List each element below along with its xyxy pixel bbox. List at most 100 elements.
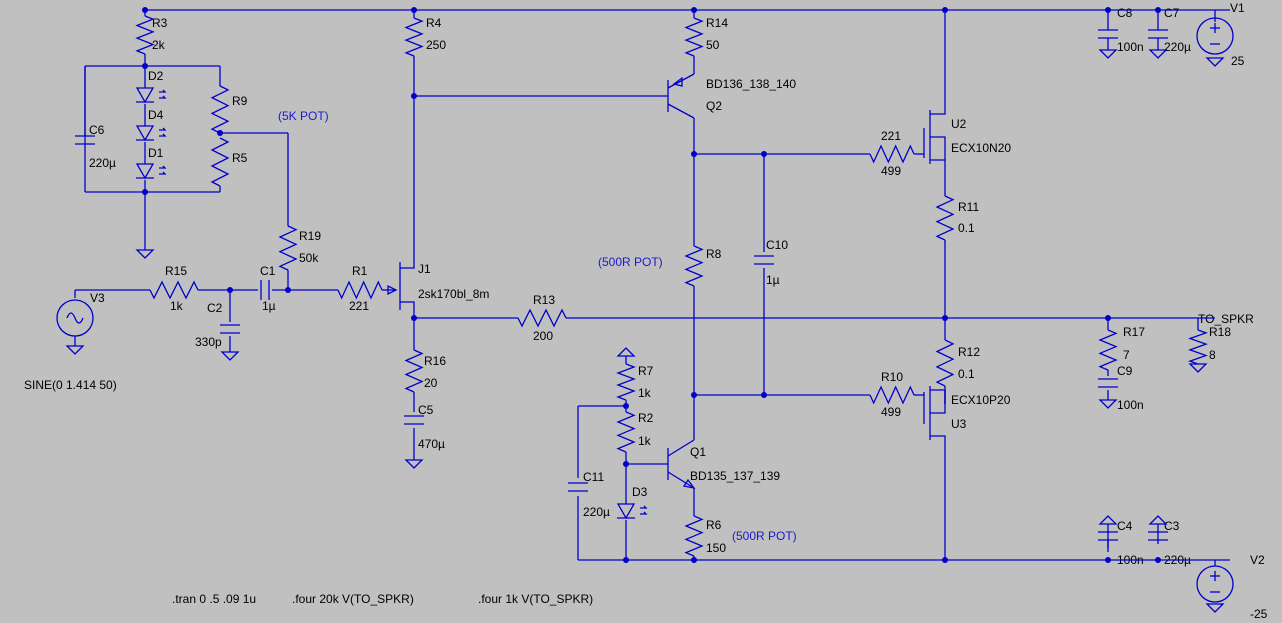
r2-value: 1k xyxy=(638,434,652,448)
r3-value: 2k xyxy=(152,38,166,52)
ground-symbol xyxy=(1205,603,1225,613)
d1-ref: D1 xyxy=(148,146,164,160)
c7-value: 220µ xyxy=(1164,40,1191,54)
q2-arrow xyxy=(672,76,683,87)
j1-value: 2sk170bl_8m xyxy=(418,287,489,301)
junction-dots xyxy=(142,7,1161,563)
r17-value: 7 xyxy=(1123,348,1130,362)
note-5k-pot: (5K POT) xyxy=(278,109,329,123)
u3-ref: U3 xyxy=(951,417,967,431)
ground-symbol xyxy=(1148,49,1168,59)
junction-dot xyxy=(1105,557,1111,563)
led-d3 xyxy=(616,503,636,520)
resistors xyxy=(135,15,1208,557)
junction-dot xyxy=(227,287,233,293)
resistor-r4 xyxy=(404,17,424,57)
junction-dot xyxy=(623,557,629,563)
v2-ref: V2 xyxy=(1250,553,1265,567)
junction-dot xyxy=(691,7,697,13)
u3-source xyxy=(930,389,946,404)
c8-value: 100n xyxy=(1117,40,1144,54)
r11-value: 0.1 xyxy=(958,221,975,235)
junction-dot xyxy=(1105,315,1111,321)
c11-ref: C11 xyxy=(583,470,604,484)
capacitors xyxy=(75,29,1168,541)
led-d2 xyxy=(135,87,155,104)
v1-value: 25 xyxy=(1231,54,1245,68)
u3-drain xyxy=(930,435,946,448)
v3-ref: V3 xyxy=(90,291,105,305)
c3-ref: C3 xyxy=(1164,519,1180,533)
r7-ref: R7 xyxy=(638,364,654,378)
u3-value: ECX10P20 xyxy=(951,393,1011,407)
r15-value: 1k xyxy=(170,299,184,313)
junction-dot xyxy=(142,63,148,69)
junction-dot xyxy=(761,392,767,398)
r18-ref: R18 xyxy=(1209,325,1231,339)
led-d1 xyxy=(135,163,155,180)
junction-dot xyxy=(942,557,948,563)
note-500r-pot-lower: (500R POT) xyxy=(732,529,797,543)
junction-dot xyxy=(1155,557,1161,563)
j1-drain xyxy=(400,262,415,269)
resistor-r221 xyxy=(869,144,915,164)
ground-symbol-inverted xyxy=(616,347,636,357)
led-d3-light-arrow xyxy=(640,505,648,509)
v1-ref: V1 xyxy=(1230,1,1245,15)
resistor-r13 xyxy=(517,308,567,328)
ground-symbol xyxy=(220,351,240,361)
c2-value: 330p xyxy=(195,335,222,349)
c9-value: 100n xyxy=(1117,398,1144,412)
junction-dot xyxy=(623,461,629,467)
r15-ref: R15 xyxy=(165,264,187,278)
ground-symbol-inverted xyxy=(1098,515,1118,525)
r12-value: 0.1 xyxy=(958,367,975,381)
led-d1-light-arrow xyxy=(159,171,167,175)
r7-value: 1k xyxy=(638,386,652,400)
r2-ref: R2 xyxy=(638,411,654,425)
resistor-r7 xyxy=(616,363,636,401)
r13-ref: R13 xyxy=(533,293,555,307)
u2-drain xyxy=(930,104,946,115)
junction-dot xyxy=(411,93,417,99)
r6-value: 150 xyxy=(706,541,726,555)
junction-dot xyxy=(761,151,767,157)
voltage-source-v3-sine xyxy=(66,312,84,324)
directive-four-20k: .four 20k V(TO_SPKR) xyxy=(292,592,414,606)
r8-ref: R8 xyxy=(706,247,722,261)
ground-symbol xyxy=(135,249,155,259)
grounds xyxy=(65,49,1225,613)
to-spkr-net-label: TO_SPKR xyxy=(1198,312,1254,326)
resistor-r3 xyxy=(135,15,155,55)
directive-tran: .tran 0 .5 .09 1u xyxy=(172,592,256,606)
led-d2-light-arrow xyxy=(159,89,167,93)
q1-emitter xyxy=(667,471,695,489)
r499-value: 499 xyxy=(881,164,901,178)
v3-value: SINE(0 1.414 50) xyxy=(24,378,117,392)
r13-value: 200 xyxy=(533,329,553,343)
c4-ref: C4 xyxy=(1117,519,1133,533)
r1-ref: R1 xyxy=(352,264,368,278)
r4-value: 250 xyxy=(426,38,446,52)
q2-emitter xyxy=(667,73,695,89)
r14-ref: R14 xyxy=(706,16,728,30)
led-d4-light-arrow xyxy=(159,133,167,137)
u2-source xyxy=(930,159,946,170)
c6-ref: C6 xyxy=(89,123,105,137)
c5-value: 470µ xyxy=(418,437,445,451)
r221-value: 221 xyxy=(881,129,901,143)
q2-ref: Q2 xyxy=(706,99,722,113)
resistor-r14 xyxy=(684,17,704,57)
r10-value: 499 xyxy=(881,405,901,419)
resistor-r10 xyxy=(869,385,915,405)
resistor-r17 xyxy=(1098,329,1118,371)
ground-symbol xyxy=(1098,399,1118,409)
c5-ref: C5 xyxy=(418,403,434,417)
u3-body xyxy=(930,390,946,414)
junction-dot xyxy=(691,151,697,157)
r1-value: 221 xyxy=(349,299,369,313)
q2-value: BD136_138_140 xyxy=(706,77,796,91)
r19-value: 50k xyxy=(299,251,319,265)
q2-collector xyxy=(667,103,695,119)
junction-dot xyxy=(142,7,148,13)
